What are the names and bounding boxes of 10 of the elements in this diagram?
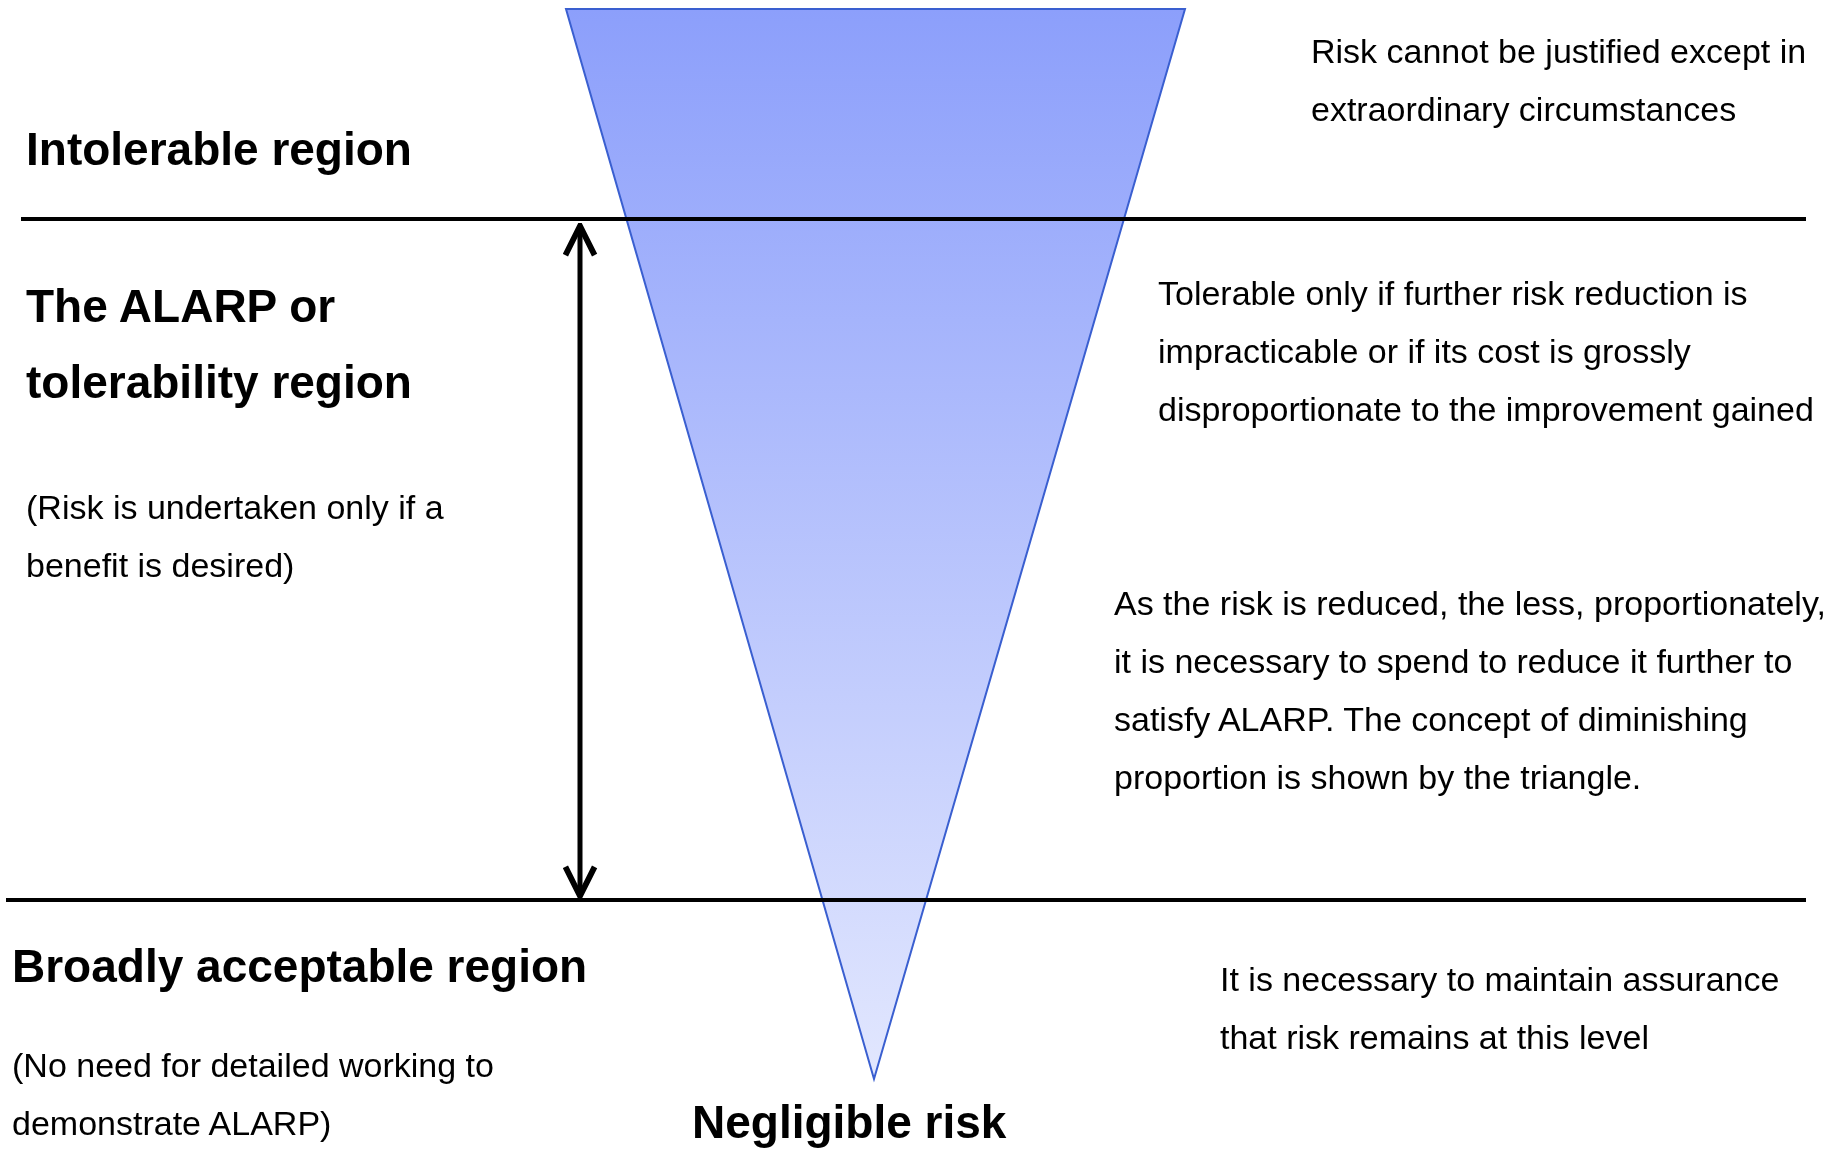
region-note: (No need for detailed working to demonstrate ALARP) <box>12 1045 495 1144</box>
region-note: It is necessary to maintain assurance that risk remains at this level <box>1220 959 1780 1058</box>
region-note: Tolerable only if further risk reduction is impracticable or if its cost is grossly disproportionate to the improvement gained <box>1158 273 1815 430</box>
region-note: As the risk is reduced, the less, proportionately, it is necessary to spend to reduce it further to satisfy ALARP. The concept of diminishing proportion is shown by the triangle. <box>1114 583 1826 798</box>
region-heading: Broadly acceptable region <box>12 939 589 994</box>
region-note: (Risk is undertaken only if a benefit is desired) <box>26 487 445 586</box>
region-heading: Intolerable region <box>26 122 413 177</box>
region-note: Risk cannot be justified except in extraordinary circumstances <box>1311 31 1808 130</box>
region-heading: Negligible risk <box>692 1095 1008 1150</box>
region-heading: The ALARP or tolerability region <box>26 279 413 410</box>
